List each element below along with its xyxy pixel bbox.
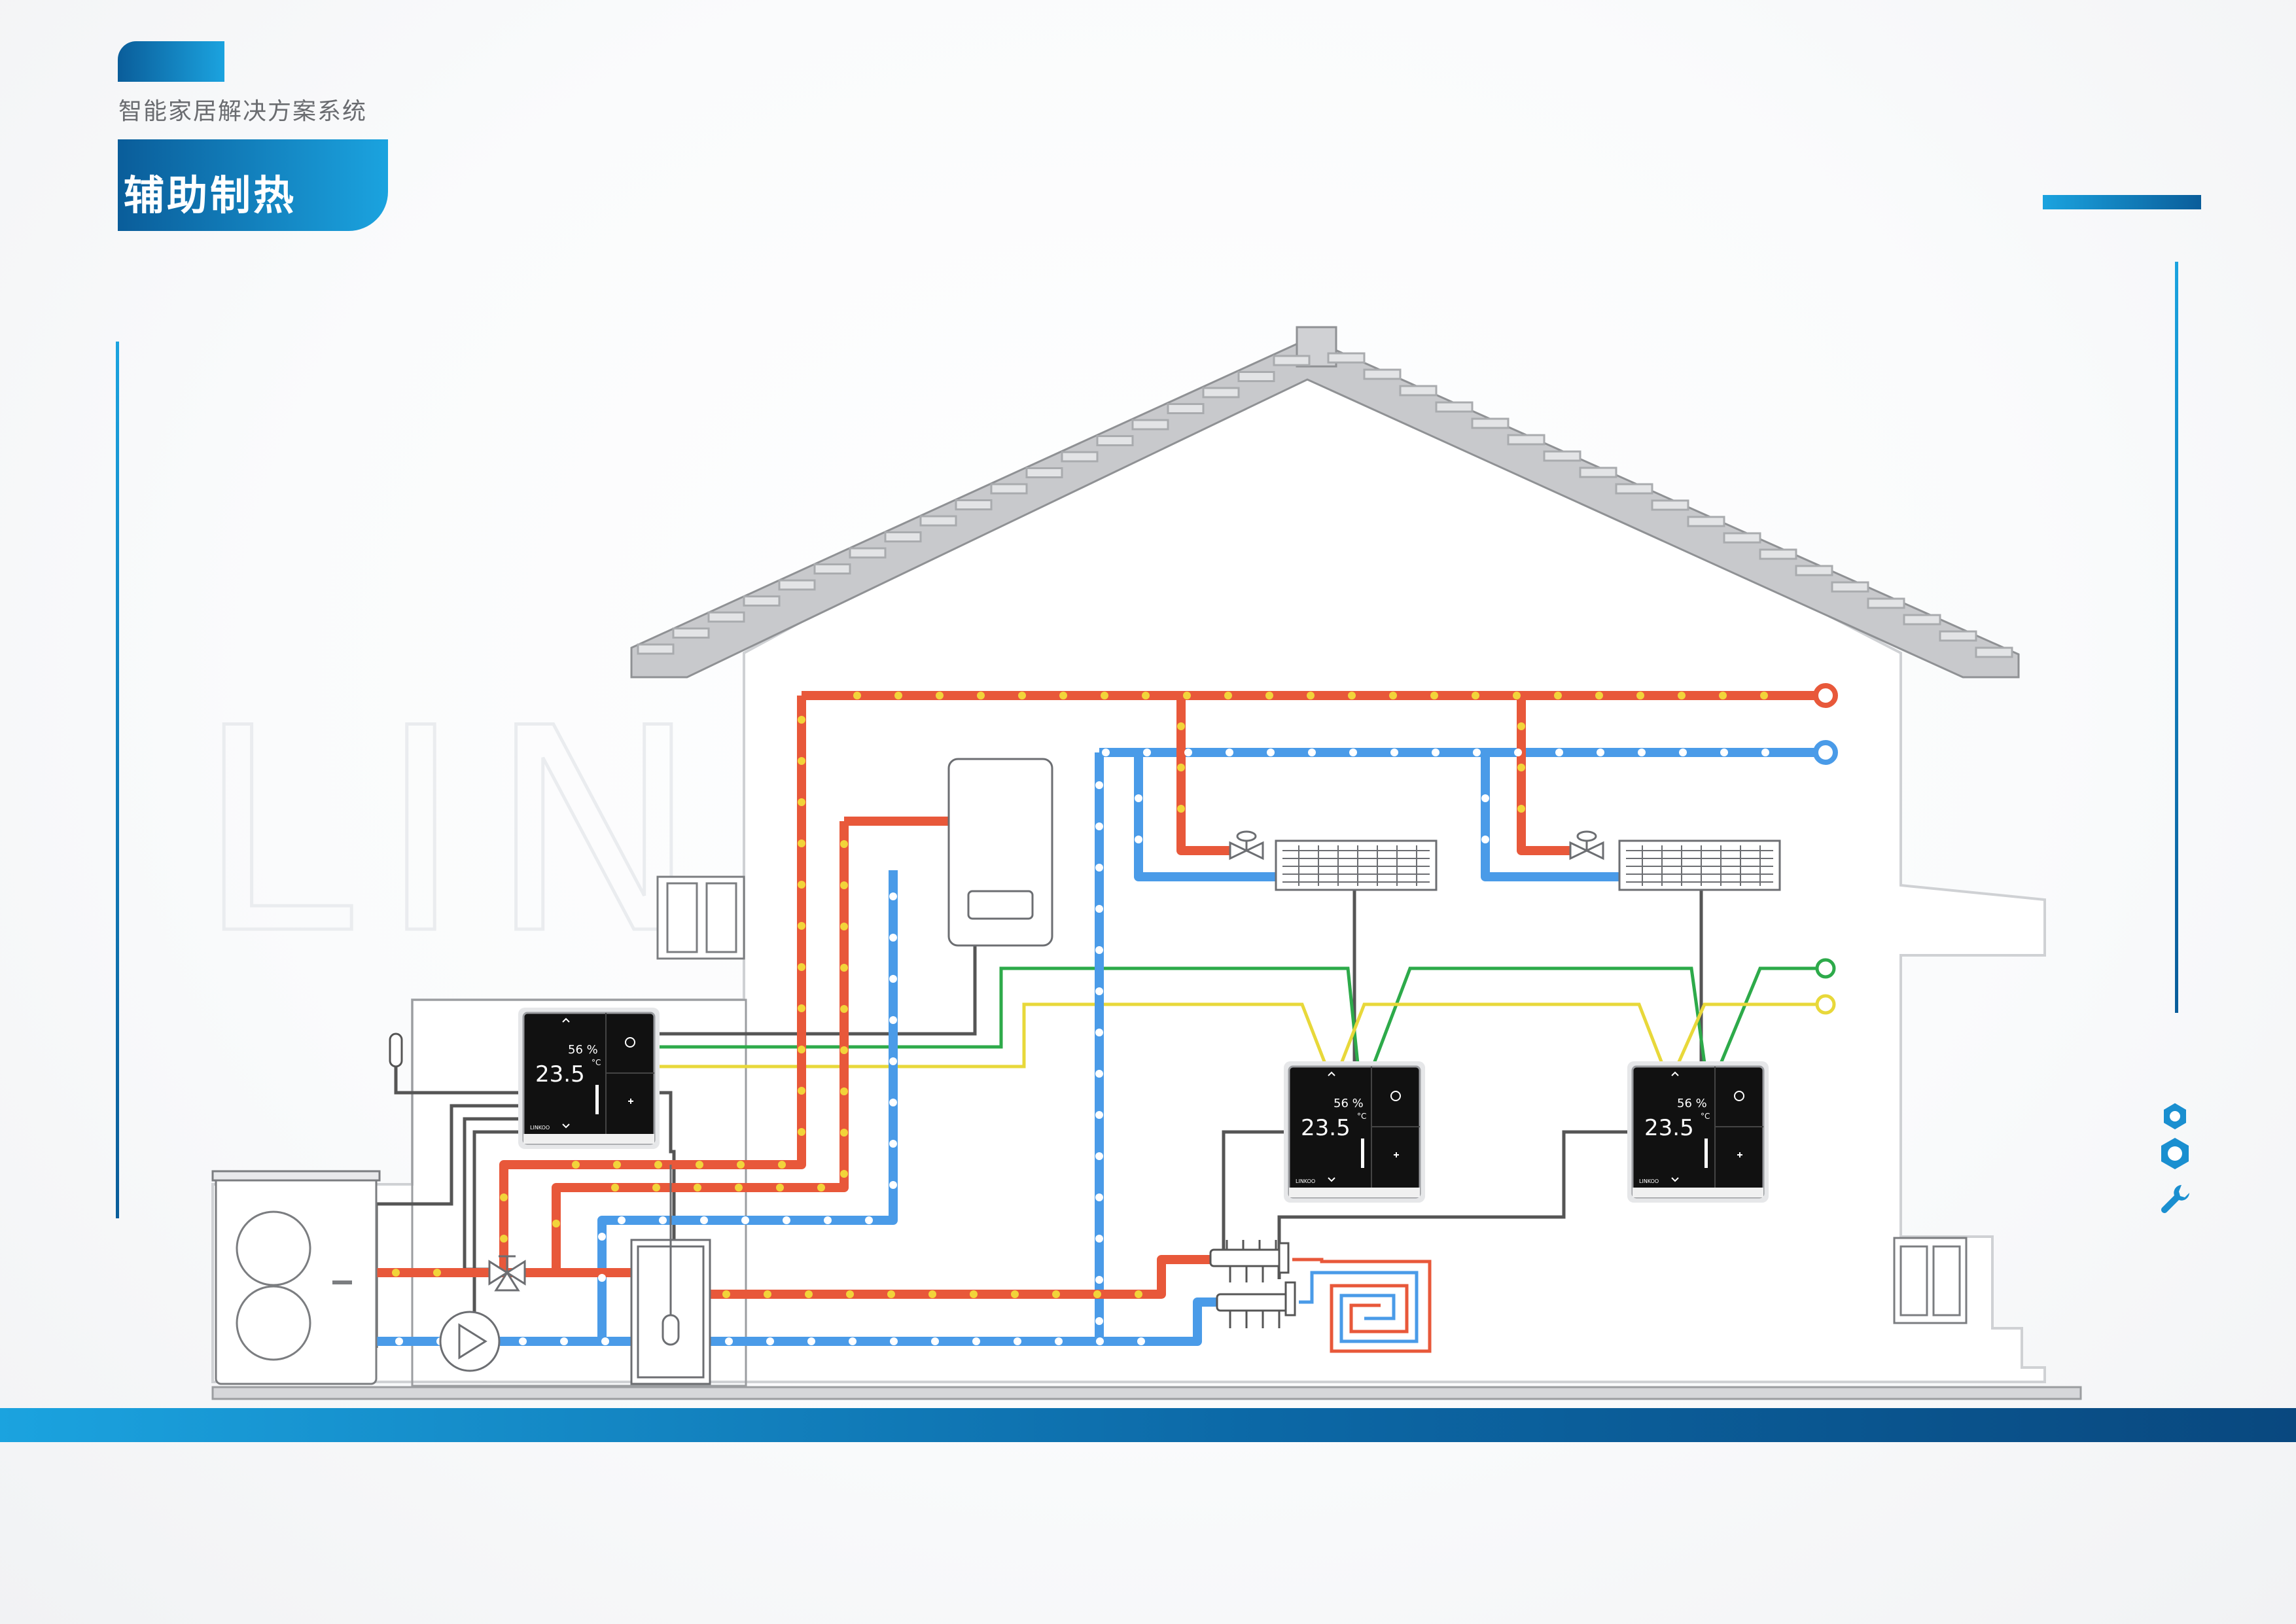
page-title: 辅助制热 xyxy=(124,171,297,219)
floor-heating-coil xyxy=(1292,1258,1432,1353)
level-bar xyxy=(1704,1139,1708,1168)
chevron-down-icon xyxy=(562,1123,570,1129)
fan-coil-unit-1 xyxy=(1275,839,1438,891)
thermostat-humidity: 56 % xyxy=(1677,1097,1707,1110)
thermostat-temp-unit: °C xyxy=(1701,1112,1710,1121)
three-way-valve xyxy=(488,1255,526,1292)
flow-dots xyxy=(392,692,1769,1345)
power-icon xyxy=(1734,1091,1744,1101)
header-tab xyxy=(118,41,224,82)
thermostat-humidity: 56 % xyxy=(1333,1097,1364,1110)
roof-tiles xyxy=(637,352,2013,658)
window-right xyxy=(1893,1237,1968,1324)
cold-pipe-terminal xyxy=(1813,740,1838,765)
thermostat-temperature: 23.5 xyxy=(1644,1115,1694,1141)
level-bar xyxy=(1361,1139,1364,1168)
signal-wire-green xyxy=(654,966,1826,1065)
thermostat-room-2: 23.5 56 % °C LINKOO xyxy=(1627,1061,1769,1203)
ground xyxy=(211,1386,2082,1400)
accent-bar-top-right xyxy=(2043,195,2201,209)
thermostat-humidity: 56 % xyxy=(568,1043,598,1057)
thermostat-utility: 23.5 56 %°C LINKOO xyxy=(518,1008,660,1149)
chevron-up-icon xyxy=(562,1017,570,1023)
wrench-icon xyxy=(2161,1185,2189,1213)
temperature-sensor xyxy=(389,1033,403,1068)
accent-line-left xyxy=(116,342,119,1218)
power-icon xyxy=(625,1037,635,1048)
thermostat-brand: LINKOO xyxy=(1296,1178,1315,1184)
fan-icon xyxy=(1394,1152,1399,1157)
level-bar xyxy=(595,1085,599,1114)
chevron-down-icon xyxy=(1328,1177,1335,1182)
thermostat-brand: LINKOO xyxy=(1639,1178,1659,1184)
power-icon xyxy=(1390,1091,1401,1101)
utility-room xyxy=(411,998,747,1387)
chevron-down-icon xyxy=(1671,1177,1679,1182)
floor-heating-manifold xyxy=(1209,1240,1296,1328)
footer-bar xyxy=(0,1408,2296,1442)
wall-boiler xyxy=(947,758,1053,947)
thermostat-temp-unit: °C xyxy=(592,1058,601,1067)
signal-wire-yellow xyxy=(654,1002,1826,1068)
hot-pipe-terminal xyxy=(1813,683,1838,708)
signal-yellow-terminal xyxy=(1815,994,1836,1015)
heat-pump-outdoor-unit xyxy=(211,1170,381,1385)
hex-nut-small-icon xyxy=(2164,1103,2186,1129)
circulation-pump xyxy=(439,1311,501,1372)
buffer-tank xyxy=(630,1165,711,1385)
thermostat-brand: LINKOO xyxy=(530,1125,550,1131)
hex-nut-large-icon xyxy=(2161,1138,2189,1169)
fan-coil-valve-2 xyxy=(1569,830,1604,860)
thermostat-temperature: 23.5 xyxy=(1301,1115,1351,1141)
page-subtitle: 智能家居解决方案系统 xyxy=(118,98,368,125)
fan-icon xyxy=(1737,1152,1742,1157)
thermostat-temperature: 23.5 xyxy=(535,1061,585,1087)
chevron-up-icon xyxy=(1328,1071,1335,1076)
thermostat-room-1: 23.5 56 % °C LINKOO xyxy=(1284,1061,1425,1203)
signal-green-terminal xyxy=(1815,958,1836,979)
accent-line-right xyxy=(2175,262,2178,1013)
title-banner xyxy=(118,139,388,231)
thermostat-temp-unit: °C xyxy=(1357,1112,1366,1121)
window-left xyxy=(656,875,745,960)
fan-icon xyxy=(628,1099,633,1104)
fan-coil-valve-1 xyxy=(1229,830,1264,860)
fan-coil-unit-2 xyxy=(1618,839,1781,891)
chevron-up-icon xyxy=(1671,1071,1679,1076)
